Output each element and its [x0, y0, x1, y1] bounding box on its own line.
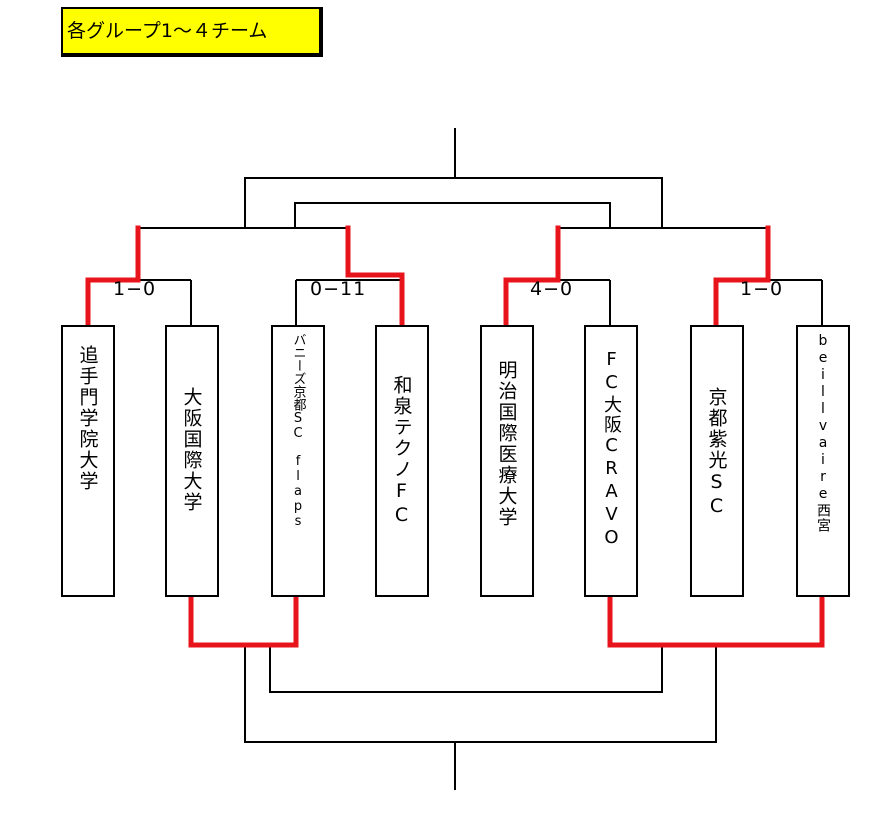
winner-path-4: [713, 225, 771, 328]
score-match-4: 1−0: [740, 278, 784, 300]
team-box-8: beillvaire西宮: [796, 325, 850, 597]
winner-path-3: [503, 225, 561, 328]
team-name: 追手門学院大学: [76, 345, 99, 492]
winner-lines: [85, 225, 825, 648]
group-title-label: 各グループ1〜４チーム: [61, 7, 323, 57]
winner-path-bottom-2: [607, 594, 825, 648]
winner-path-2: [345, 225, 405, 328]
team-name: 和泉テクノFC: [390, 375, 413, 528]
team-box-2: 大阪国際大学: [165, 325, 219, 597]
team-name: FC大阪CRAVO: [601, 349, 622, 550]
team-name: 大阪国際大学: [180, 387, 203, 513]
winner-path-1: [85, 225, 141, 328]
team-box-1: 追手門学院大学: [61, 325, 115, 597]
team-name: 京都紫光SC: [705, 387, 728, 519]
score-match-2: 0−11: [310, 278, 367, 300]
team-name: 明治国際医療大学: [495, 360, 518, 528]
score-match-3: 4−0: [530, 278, 574, 300]
team-box-5: 明治国際医療大学: [480, 325, 534, 597]
team-name: beillvaire西宮: [815, 333, 831, 533]
team-box-6: FC大阪CRAVO: [584, 325, 638, 597]
team-box-7: 京都紫光SC: [690, 325, 744, 597]
team-name: バニーズ京都SC flaps: [290, 333, 306, 529]
score-match-1: 1−0: [113, 278, 157, 300]
winner-path-bottom-1: [188, 594, 299, 648]
team-box-4: 和泉テクノFC: [375, 325, 429, 597]
team-box-3: バニーズ京都SC flaps: [271, 325, 325, 597]
